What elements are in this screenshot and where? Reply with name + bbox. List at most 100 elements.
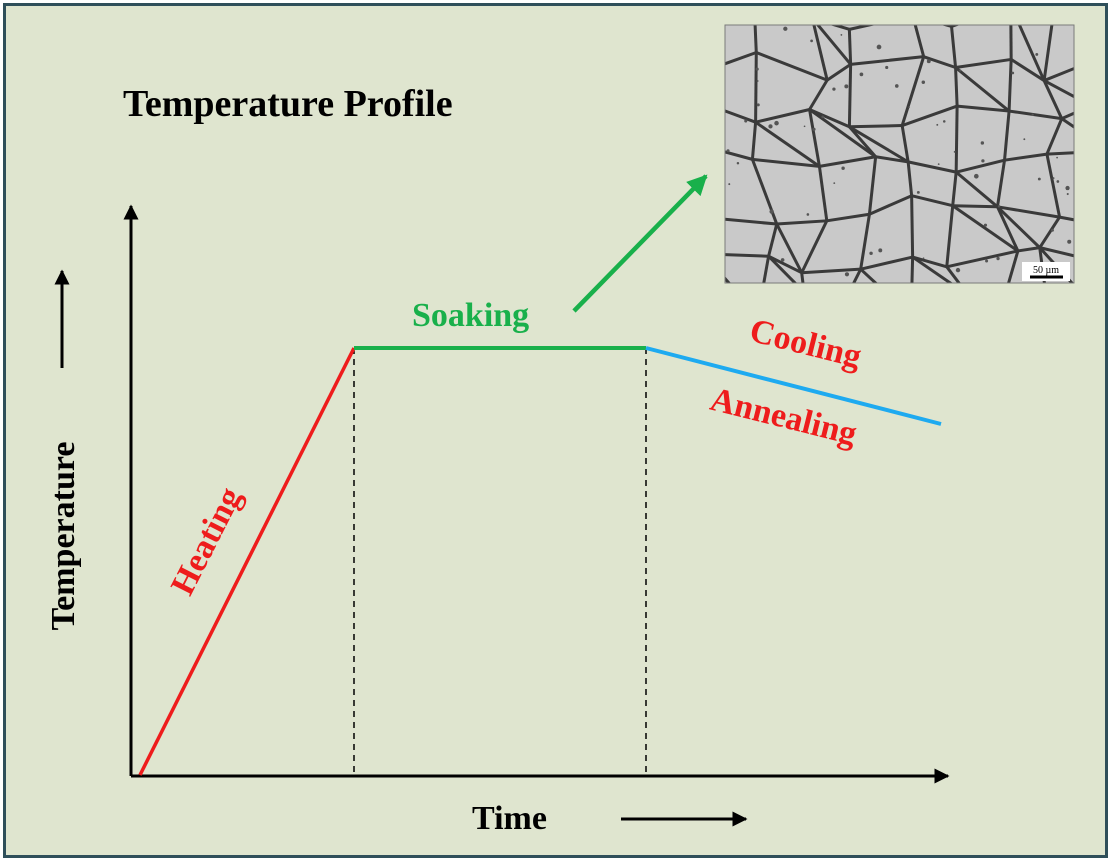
inclusion-dot <box>1023 138 1026 141</box>
micrograph-image: 50 µm <box>703 8 1109 317</box>
grain-boundary <box>1095 224 1108 264</box>
grain-boundary <box>1038 216 1061 249</box>
grain-boundary <box>1047 302 1089 306</box>
inclusion-dot <box>885 65 889 70</box>
grain-boundary <box>1045 153 1062 218</box>
grain-boundary <box>1007 250 1020 283</box>
grain-boundary <box>725 51 757 66</box>
grain-boundary <box>996 206 1020 252</box>
grain-boundary <box>847 64 853 127</box>
grain-boundary <box>1054 8 1107 10</box>
grain-boundary <box>912 255 948 269</box>
grain-boundary <box>1007 59 1013 112</box>
grain-boundary <box>717 109 720 150</box>
grain-boundary <box>1095 151 1109 224</box>
grain-boundary <box>723 316 758 317</box>
inclusion-dot <box>1037 177 1041 181</box>
inclusion-dot <box>755 67 759 71</box>
inclusion-dot <box>774 120 779 126</box>
grain-boundary <box>911 295 968 316</box>
grain-boundary <box>946 249 1019 269</box>
inclusion-dot <box>744 119 748 123</box>
grain-boundary <box>859 268 878 283</box>
grain-boundary <box>868 194 913 216</box>
grain-boundary <box>752 157 820 168</box>
grain-boundary <box>956 104 1010 113</box>
inclusion-dot <box>869 251 873 256</box>
grain-boundary <box>817 166 829 222</box>
inclusion-dot <box>1035 52 1039 56</box>
inclusion-dot <box>973 173 979 179</box>
cooling-segment <box>645 346 942 426</box>
grain-boundary <box>775 223 804 274</box>
inclusion-dot <box>803 125 806 128</box>
grain-boundary <box>754 120 821 168</box>
inclusion-dot <box>726 149 730 153</box>
inclusion-dot <box>806 213 810 216</box>
grain-boundary <box>954 67 959 107</box>
scale-bar-label: 50 µm <box>1033 265 1059 276</box>
grain-boundary <box>753 25 758 53</box>
grain-boundary <box>1008 109 1062 121</box>
inclusion-dot <box>936 123 939 126</box>
grain-boundary <box>995 159 1007 208</box>
inclusion-dot <box>894 84 899 88</box>
grain-boundary <box>911 255 953 283</box>
grain-boundary <box>1100 8 1107 58</box>
grain-boundary <box>954 106 959 173</box>
inclusion-dot <box>1065 185 1070 191</box>
grain-boundary <box>951 204 1019 253</box>
grain-boundary <box>950 26 958 68</box>
grain-boundary <box>801 267 861 275</box>
inclusion-dot <box>1052 177 1055 180</box>
grain-boundary <box>816 25 852 66</box>
grain-boundary <box>900 125 910 163</box>
grain-boundary <box>1004 152 1048 162</box>
grain-boundary <box>955 57 1012 69</box>
inclusion-dot <box>1031 113 1034 117</box>
inclusion-dot <box>768 124 773 129</box>
grain-boundary <box>718 20 720 66</box>
grain-boundary <box>906 161 914 196</box>
grain-boundary <box>767 255 798 283</box>
grain-boundary <box>1059 215 1074 222</box>
grain-boundary <box>703 218 711 254</box>
grain-boundary <box>901 104 958 127</box>
grain-boundary <box>725 150 753 161</box>
grain-boundary <box>808 109 821 167</box>
grain-boundary <box>954 66 1011 113</box>
inclusion-dot <box>1056 180 1060 183</box>
grain-boundary <box>911 194 954 208</box>
grain-boundary <box>812 25 829 81</box>
grain-boundary <box>800 272 805 283</box>
inclusion-dot <box>756 103 760 107</box>
grain-boundary <box>767 254 803 275</box>
grain-boundary <box>955 171 999 208</box>
grain-boundary <box>725 253 769 258</box>
grain-boundary <box>1017 246 1040 253</box>
grain-boundary <box>923 55 957 69</box>
inclusion-dot <box>916 190 920 194</box>
y-axis-label: Temperature <box>45 442 82 631</box>
grain-boundary <box>1091 58 1100 106</box>
grain-boundary <box>755 108 810 124</box>
inclusion-dot <box>955 267 961 273</box>
grain-boundary <box>754 52 758 123</box>
inclusion-dot <box>821 115 825 119</box>
grain-boundary <box>1017 25 1046 82</box>
grain-boundary <box>848 125 909 164</box>
inclusion-dot <box>859 72 864 77</box>
grain-boundary-network <box>703 8 1109 317</box>
grain-boundary <box>762 255 771 283</box>
inclusion-dot <box>1067 239 1072 244</box>
inclusion-dot <box>769 209 774 214</box>
grain-boundary <box>850 55 924 66</box>
grain-boundary <box>1043 66 1074 82</box>
grain-boundary <box>1042 79 1064 120</box>
grain-boundary <box>725 217 777 226</box>
inclusion-dot <box>908 106 910 109</box>
grain-boundary <box>945 205 955 267</box>
grain-boundary <box>1042 25 1054 81</box>
grain-boundary <box>1010 58 1045 82</box>
inclusion-dot <box>942 120 946 123</box>
